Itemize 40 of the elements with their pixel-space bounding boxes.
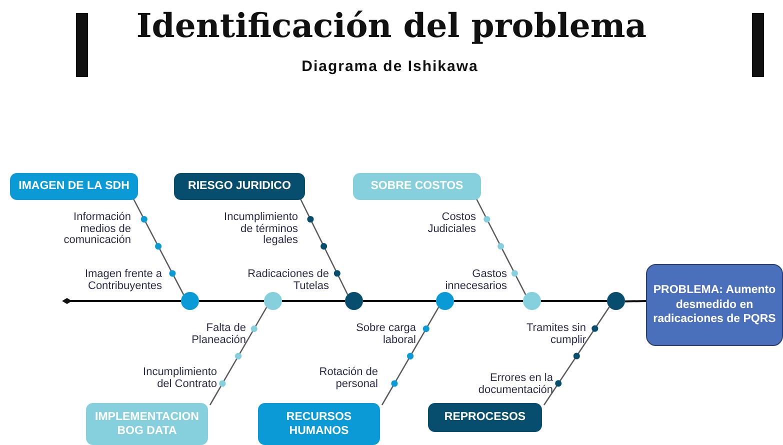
category-box: REPROCESOS: [428, 403, 542, 432]
spine-line: [541, 300, 607, 302]
cause-label: Costos Judiciales: [426, 212, 476, 236]
bone-line: [543, 306, 610, 406]
category-box: IMAGEN DE LA SDH: [10, 173, 138, 200]
cause-label: Errores en la documentación: [477, 373, 553, 396]
spine-line: [624, 300, 646, 302]
bone-line: [209, 306, 268, 406]
category-box: RIESGO JURIDICO: [174, 173, 305, 200]
cause-label: Imagen frente a Contribuyentes: [84, 269, 162, 292]
spine-line: [282, 300, 345, 302]
spine-line: [199, 300, 264, 302]
cause-label: Tramites sin cumplir: [526, 323, 586, 346]
category-box: RECURSOS HUMANOS: [258, 403, 380, 445]
bone-line: [299, 198, 348, 295]
cause-label: Radicaciones de Tutelas: [246, 269, 329, 292]
cause-label: Sobre carga laboral: [355, 323, 416, 346]
joint-circle: [607, 292, 625, 310]
problem-box: PROBLEMA: Aumento desmedido en radicaciones de PQRS: [646, 264, 783, 346]
title: Identificación del problema: [135, 6, 648, 45]
joint-circle: [181, 292, 199, 310]
joint-circle: [264, 292, 282, 310]
cause-label: Información medios de comunicación: [62, 212, 131, 247]
cause-label: Gastos innecesarios: [444, 269, 507, 292]
bone-line: [475, 198, 526, 295]
bone-line: [132, 198, 184, 295]
spine-line: [62, 298, 181, 304]
cause-label: Rotación de personal: [318, 367, 378, 390]
subtitle: Diagrama de Ishikawa: [300, 58, 480, 75]
joint-circle: [436, 292, 454, 310]
bone-line: [381, 306, 440, 406]
joint-circle: [345, 292, 363, 310]
spine-line: [363, 300, 436, 302]
spine-line: [454, 300, 523, 302]
category-box: IMPLEMENTACION BOG DATA: [86, 403, 208, 445]
cause-label: Falta de Planeación: [190, 323, 246, 346]
cause-label: Incumplimiento del Contrato: [142, 367, 217, 390]
category-box: SOBRE COSTOS: [353, 173, 481, 200]
joint-circle: [523, 292, 541, 310]
cause-label: Incumplimiento de términos legales: [223, 212, 298, 247]
